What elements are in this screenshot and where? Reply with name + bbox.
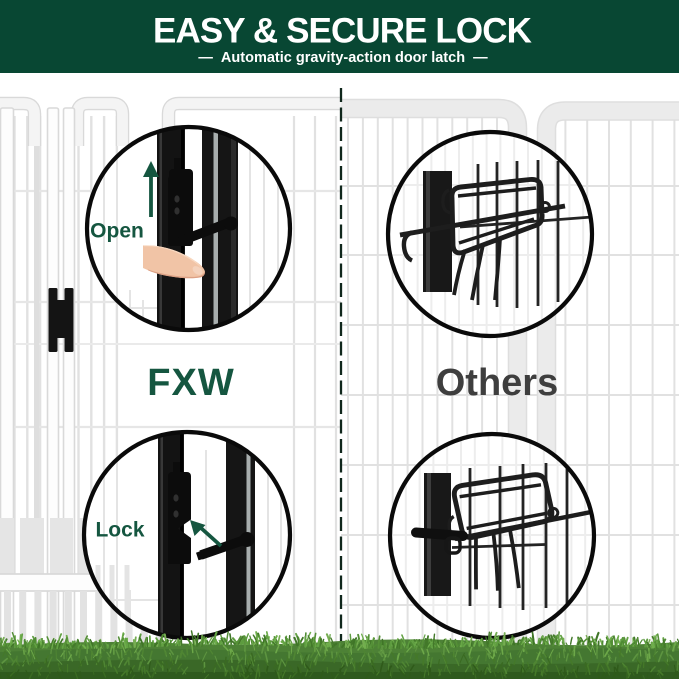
svg-text:Lock: Lock bbox=[95, 519, 144, 542]
svg-text:Others: Others bbox=[436, 362, 558, 404]
svg-text:FXW: FXW bbox=[147, 362, 234, 404]
svg-text:EASY & SECURE LOCK: EASY & SECURE LOCK bbox=[153, 12, 532, 51]
svg-text:Open: Open bbox=[90, 220, 144, 243]
svg-text:— Automatic gravity-action do: — Automatic gravity-action door latch — bbox=[198, 50, 488, 66]
